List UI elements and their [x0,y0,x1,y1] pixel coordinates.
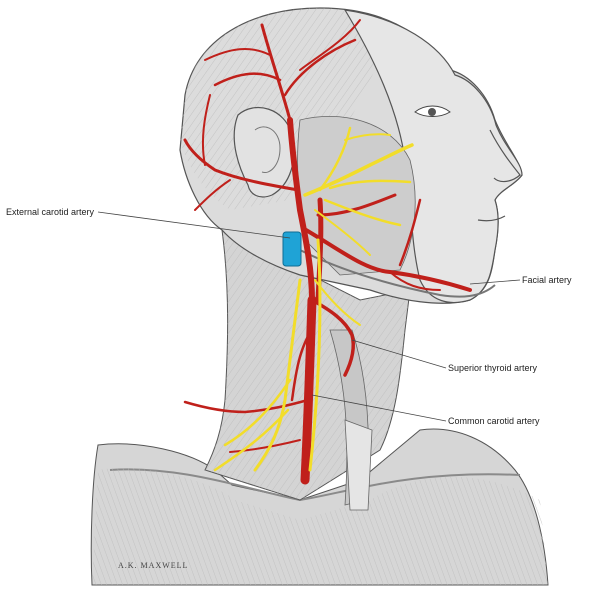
scalp-fibers [180,8,390,210]
occipital-artery [183,138,300,192]
chest-fibers [92,468,548,585]
leader-facial [469,279,521,285]
vagus-nerve [308,238,322,472]
common-carotid-artery [300,295,317,485]
superior-thyroid-artery [310,298,356,377]
facial-nerve [303,143,414,197]
trachea [344,419,373,511]
mouth [477,215,506,222]
ear [233,107,295,198]
leader-external-carotid [97,211,291,239]
arterial-system [183,19,472,485]
maxillary-branch [316,193,397,217]
superficial-temporal-artery [260,23,292,122]
leader-superior-thyroid [351,339,447,369]
cervical-plexus [253,278,302,472]
leader-common-carotid [311,394,447,422]
label-common-carotid-artery: Common carotid artery [448,416,540,426]
leader-lines [97,211,521,422]
nose [489,129,521,183]
artist-signature: A.K. MAXWELL [118,561,189,570]
label-external-carotid-artery: External carotid artery [6,207,95,217]
ear-inner [254,126,281,174]
external-carotid-trunk [287,117,315,303]
nerve-system [213,126,414,472]
label-facial-artery: Facial artery [522,275,572,285]
iris [428,108,436,116]
vein-marker [282,231,302,267]
mandible [299,249,496,298]
label-superior-thyroid-artery: Superior thyroid artery [448,363,538,373]
